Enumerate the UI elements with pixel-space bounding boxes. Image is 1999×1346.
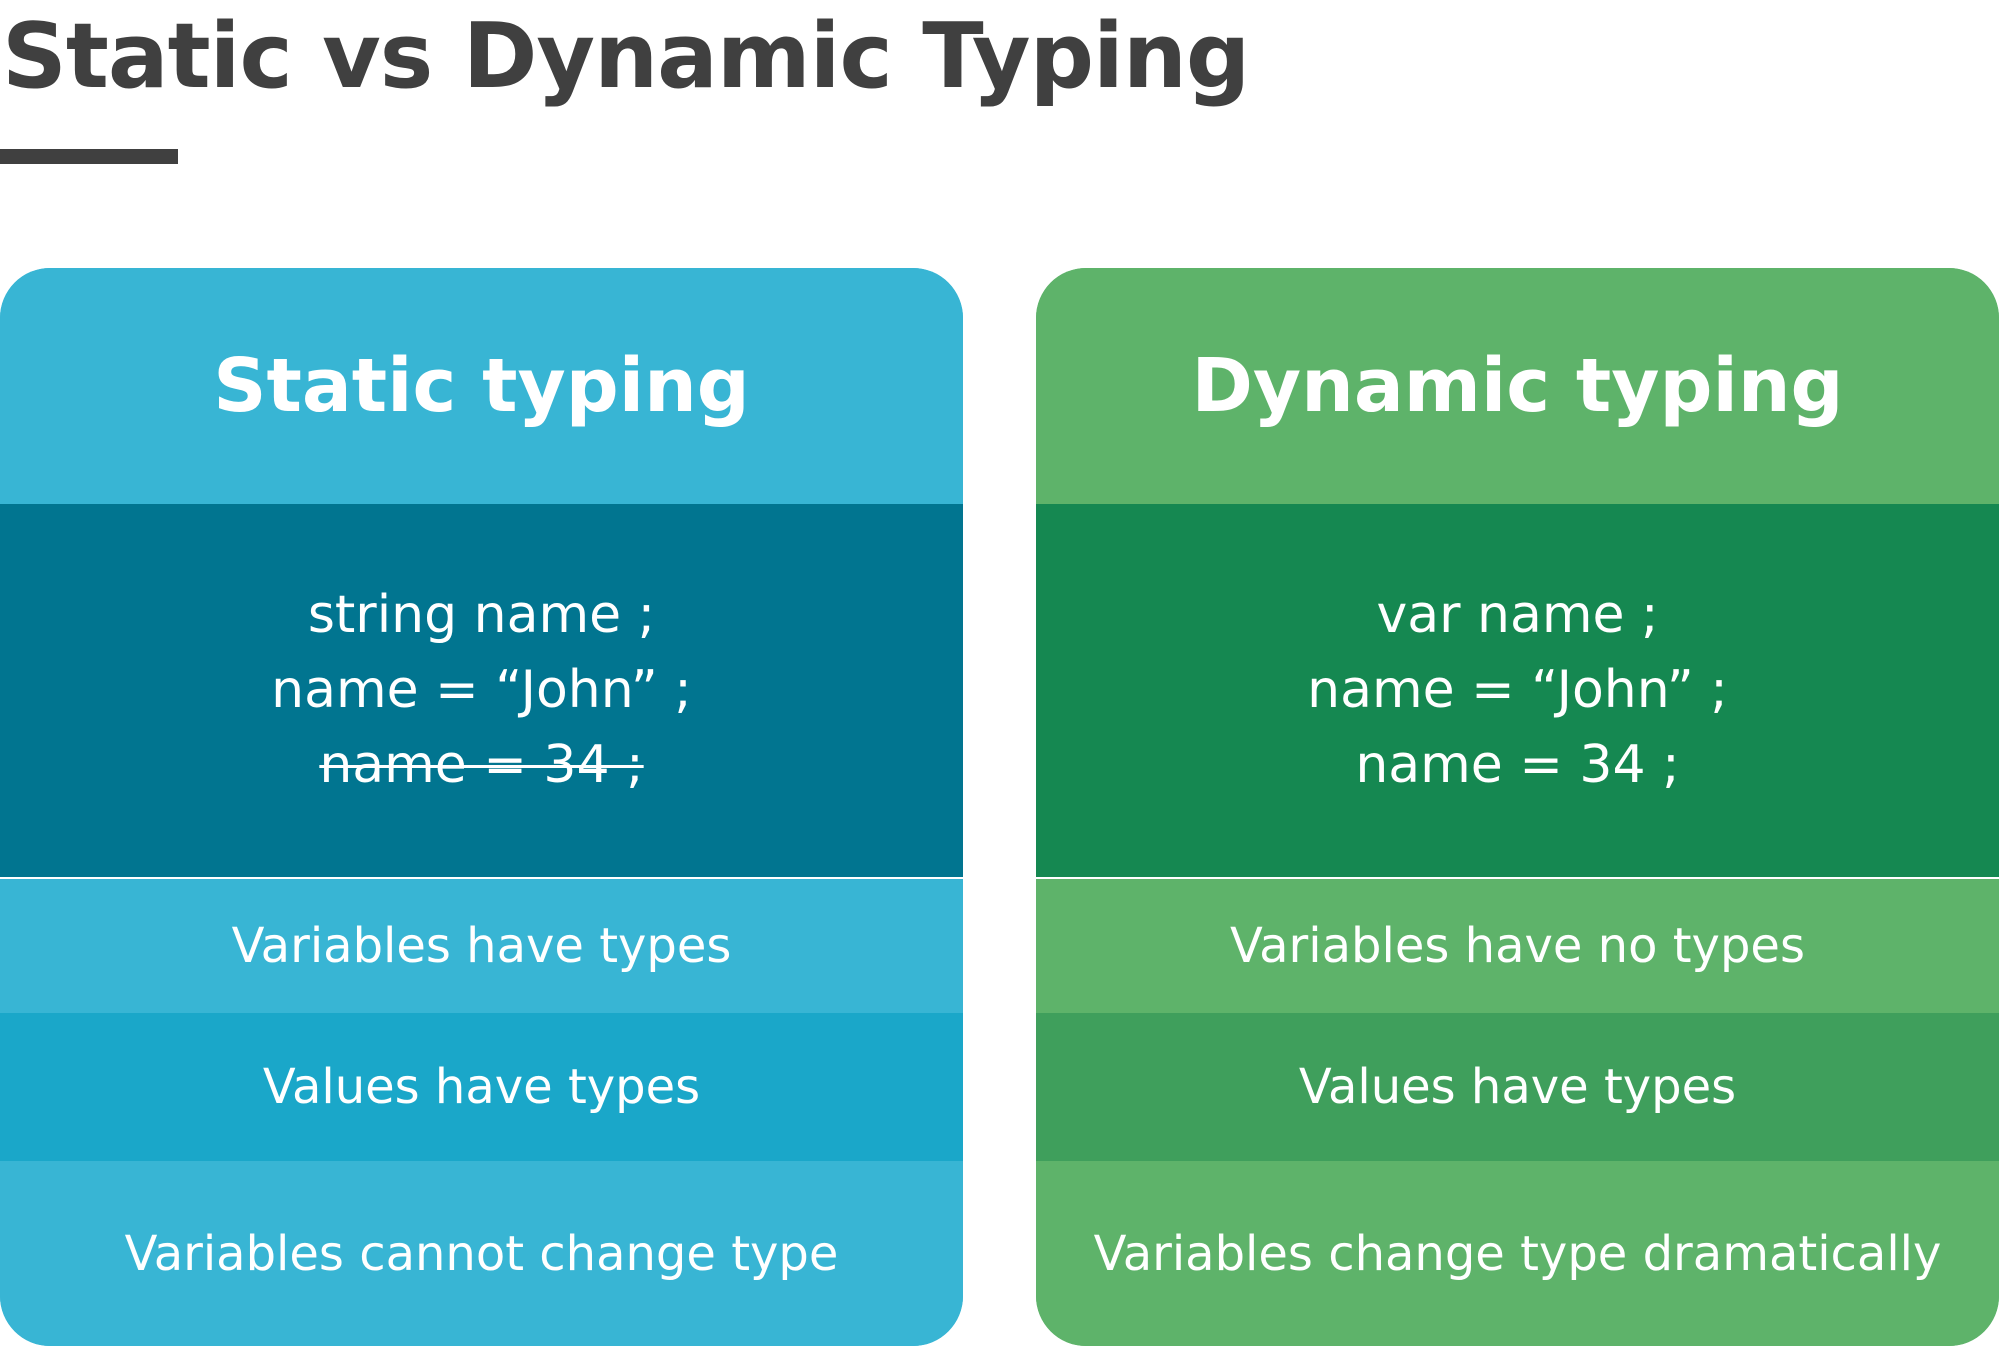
static-card-divider (0, 877, 963, 879)
title-underline (0, 149, 178, 164)
dynamic-typing-card: Dynamic typing var name ; name = “John” … (1036, 268, 1999, 1346)
page-title: Static vs Dynamic Typing (2, 4, 1250, 109)
static-typing-code-block: string name ; name = “John” ; name = 34 … (0, 504, 963, 877)
static-code-line-declaration: string name ; (307, 585, 656, 645)
static-property-values-types: Values have types (0, 1013, 963, 1161)
static-code-line-assign-number-struck: name = 34 ; (319, 735, 644, 795)
static-typing-heading: Static typing (0, 268, 963, 504)
dynamic-property-no-types: Variables have no types (1036, 879, 1999, 1013)
dynamic-code-line-declaration: var name ; (1376, 585, 1659, 645)
static-typing-card: Static typing string name ; name = “John… (0, 268, 963, 1346)
static-property-cannot-change-type: Variables cannot change type (0, 1161, 963, 1346)
dynamic-property-values-types: Values have types (1036, 1013, 1999, 1161)
dynamic-typing-code-block: var name ; name = “John” ; name = 34 ; (1036, 504, 1999, 877)
dynamic-card-divider (1036, 877, 1999, 879)
dynamic-code-line-assign-string: name = “John” ; (1307, 660, 1728, 720)
dynamic-property-change-type: Variables change type dramatically (1036, 1161, 1999, 1346)
static-property-variables-types: Variables have types (0, 879, 963, 1013)
dynamic-typing-heading: Dynamic typing (1036, 268, 1999, 504)
static-code-line-assign-string: name = “John” ; (271, 660, 692, 720)
dynamic-code-line-assign-number: name = 34 ; (1355, 735, 1680, 795)
